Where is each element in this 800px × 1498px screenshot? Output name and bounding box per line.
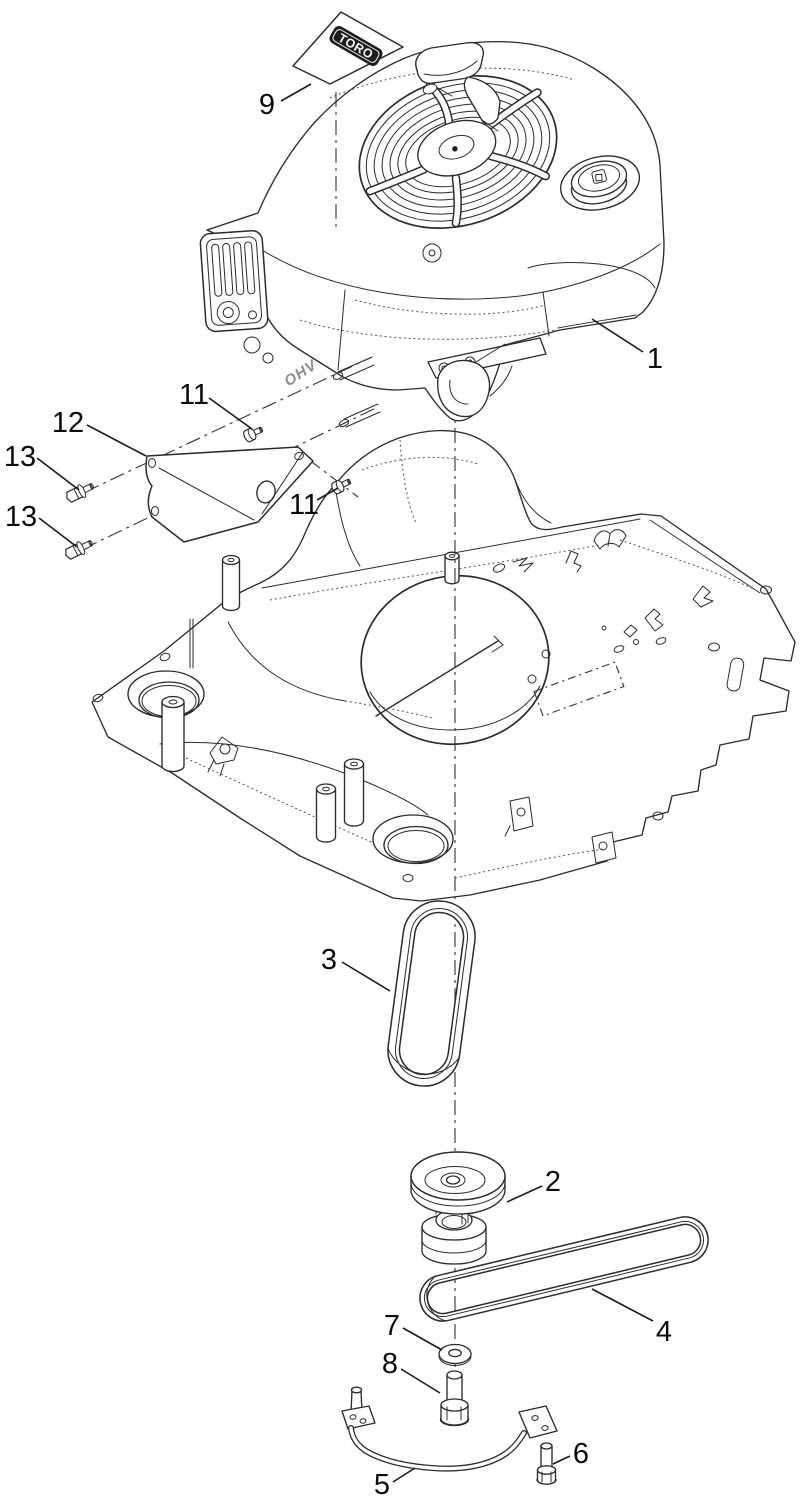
pulley-part-2 bbox=[410, 1151, 506, 1265]
leader-2 bbox=[506, 1185, 543, 1203]
callout-5: 5 bbox=[374, 1469, 390, 1498]
bolt-part-6 bbox=[536, 1442, 557, 1485]
centerline-bolt-13a bbox=[84, 356, 373, 493]
leader-5 bbox=[392, 1467, 416, 1483]
toro-decal-part-9: TORO bbox=[292, 11, 404, 227]
bracket-part-12 bbox=[145, 446, 314, 543]
leader-4 bbox=[591, 1288, 654, 1322]
callout-1: 1 bbox=[647, 343, 663, 375]
deck-cutout bbox=[593, 529, 627, 550]
deck-cup-opening-front bbox=[372, 814, 454, 865]
leader-8 bbox=[400, 1368, 441, 1394]
fuel-cap bbox=[560, 155, 640, 211]
leader-9 bbox=[280, 83, 312, 102]
engine-assembly-part-1: OHV bbox=[199, 41, 665, 428]
washer-part-7 bbox=[438, 1343, 472, 1366]
leader-12 bbox=[86, 424, 147, 457]
callout-13a: 13 bbox=[4, 441, 36, 473]
leader-lines bbox=[36, 83, 654, 1483]
deck-standoff-pegs bbox=[161, 551, 460, 843]
callout-11a: 11 bbox=[179, 379, 209, 411]
callout-11b: 11 bbox=[289, 489, 319, 521]
centerline-bolt-13b bbox=[82, 406, 379, 550]
deck-center-opening bbox=[360, 574, 550, 746]
screw-part-11a bbox=[243, 426, 264, 443]
belt-part-4 bbox=[419, 1216, 709, 1322]
belt-guard-part-5 bbox=[341, 1386, 558, 1472]
callout-7: 7 bbox=[384, 1310, 400, 1342]
bolt-part-13a bbox=[66, 483, 94, 503]
mower-deck-housing bbox=[91, 429, 796, 902]
callout-9: 9 bbox=[259, 89, 275, 121]
leader-11b bbox=[316, 487, 339, 501]
fan-spokes bbox=[365, 81, 550, 228]
leader-7 bbox=[402, 1327, 443, 1351]
carburetor-linkage bbox=[243, 243, 547, 418]
callout-2: 2 bbox=[545, 1166, 561, 1198]
belt-part-3 bbox=[387, 900, 476, 1087]
callout-6: 6 bbox=[573, 1438, 589, 1470]
engine-ohv-marking: OHV bbox=[281, 356, 321, 390]
flywheel-fan-screen bbox=[358, 75, 558, 229]
bolt-part-13b bbox=[65, 540, 93, 560]
leader-13b bbox=[38, 517, 78, 548]
leader-3 bbox=[341, 961, 391, 992]
bolt-part-8 bbox=[439, 1370, 470, 1427]
muffler-guard bbox=[199, 229, 269, 333]
exhaust-outlet bbox=[216, 301, 240, 325]
callout-labels: 9 1 11 12 13 13 11 3 2 4 7 8 5 6 bbox=[4, 89, 672, 1498]
callout-3: 3 bbox=[321, 944, 337, 976]
starter-handle bbox=[415, 41, 501, 132]
leader-11a bbox=[208, 397, 253, 430]
callout-13b: 13 bbox=[5, 501, 37, 533]
callout-8: 8 bbox=[382, 1348, 398, 1380]
leader-6 bbox=[552, 1455, 571, 1465]
callout-4: 4 bbox=[656, 1316, 672, 1348]
leader-1 bbox=[591, 318, 644, 353]
leader-13a bbox=[36, 457, 80, 491]
fuel-icon bbox=[591, 169, 607, 184]
centerline-screw-11b bbox=[307, 458, 359, 498]
callout-12: 12 bbox=[52, 407, 84, 439]
